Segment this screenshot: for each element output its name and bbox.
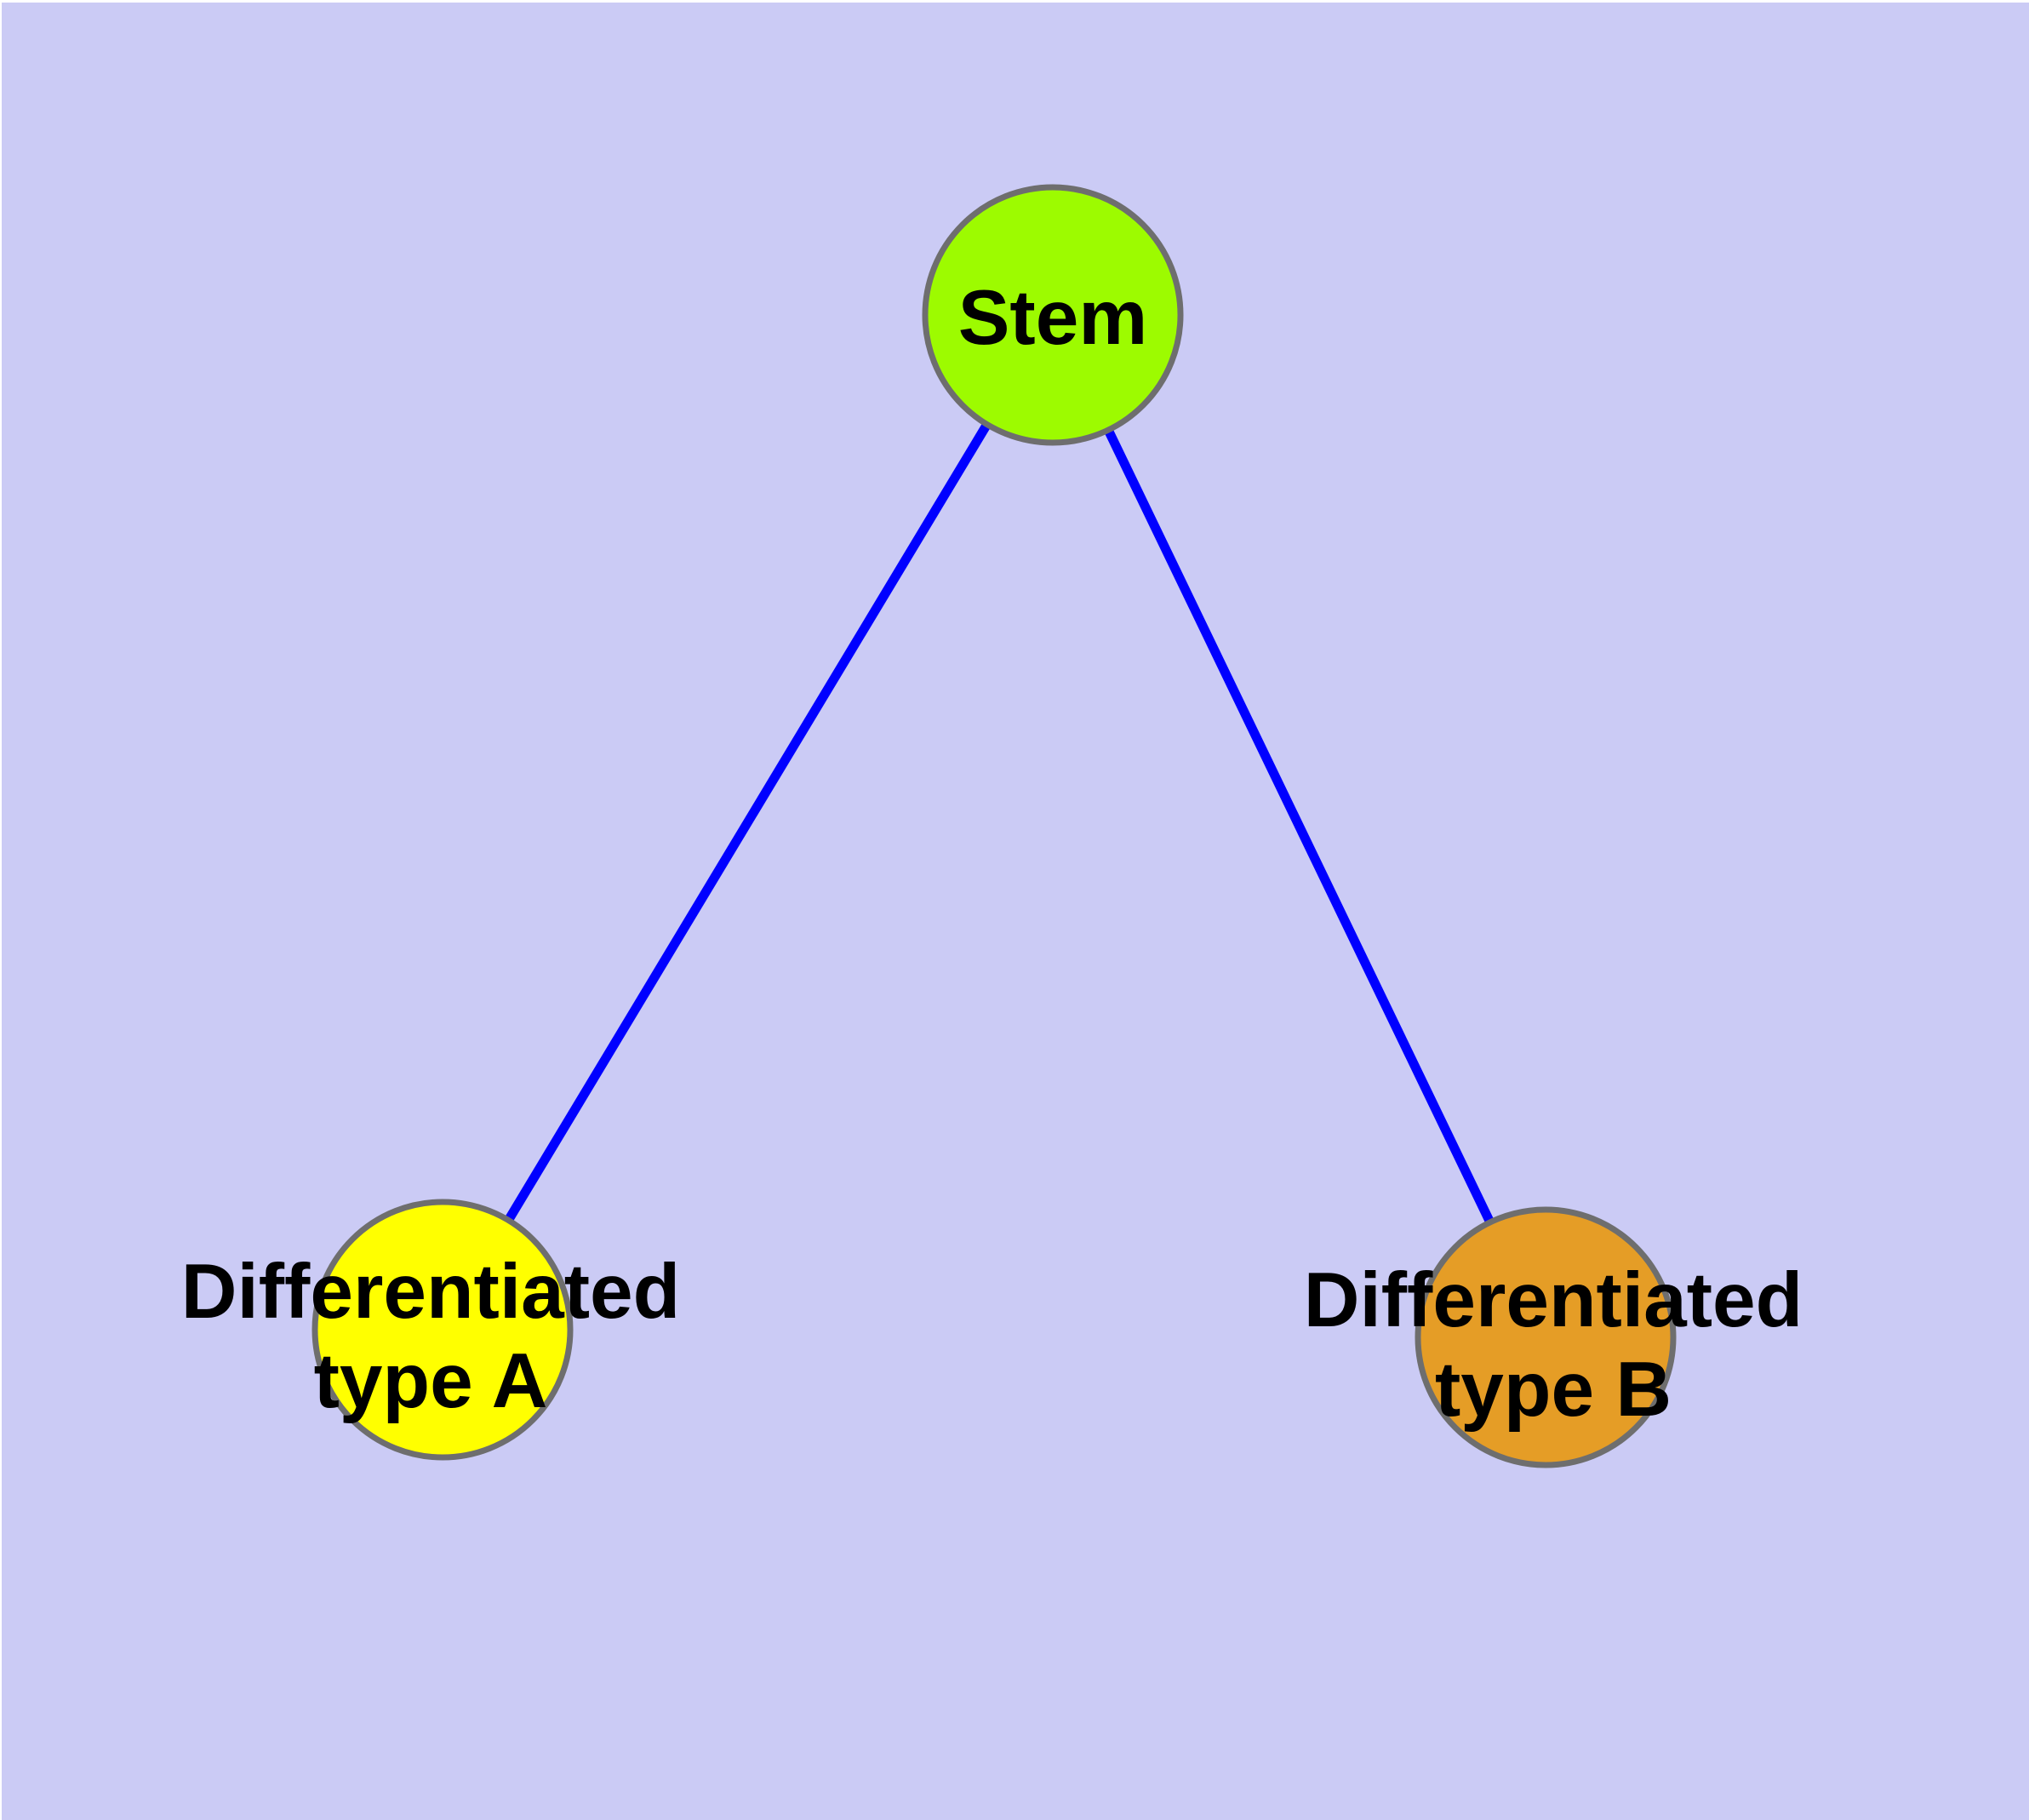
node-type-b-label-line-2: type B — [1435, 1347, 1672, 1433]
node-stem-circle — [922, 184, 1184, 446]
edge-stem-to-type-a — [438, 312, 1057, 1332]
node-stem-label: Stem — [958, 275, 1148, 361]
node-type-a-label-line-2: type A — [314, 1338, 548, 1424]
edge-stem-to-type-b — [1049, 312, 1550, 1340]
node-type-b-circle — [1415, 1206, 1677, 1468]
edge-group — [438, 312, 1550, 1340]
node-type-a-label-line-1: Differentiated — [181, 1249, 681, 1335]
node-differentiated-type-a: Differentiated type A — [181, 1199, 681, 1461]
node-differentiated-type-b: Differentiated type B — [1304, 1206, 1803, 1468]
node-stem: Stem — [922, 184, 1184, 446]
node-type-a-circle — [311, 1199, 574, 1461]
node-type-b-label-line-1: Differentiated — [1304, 1257, 1803, 1343]
